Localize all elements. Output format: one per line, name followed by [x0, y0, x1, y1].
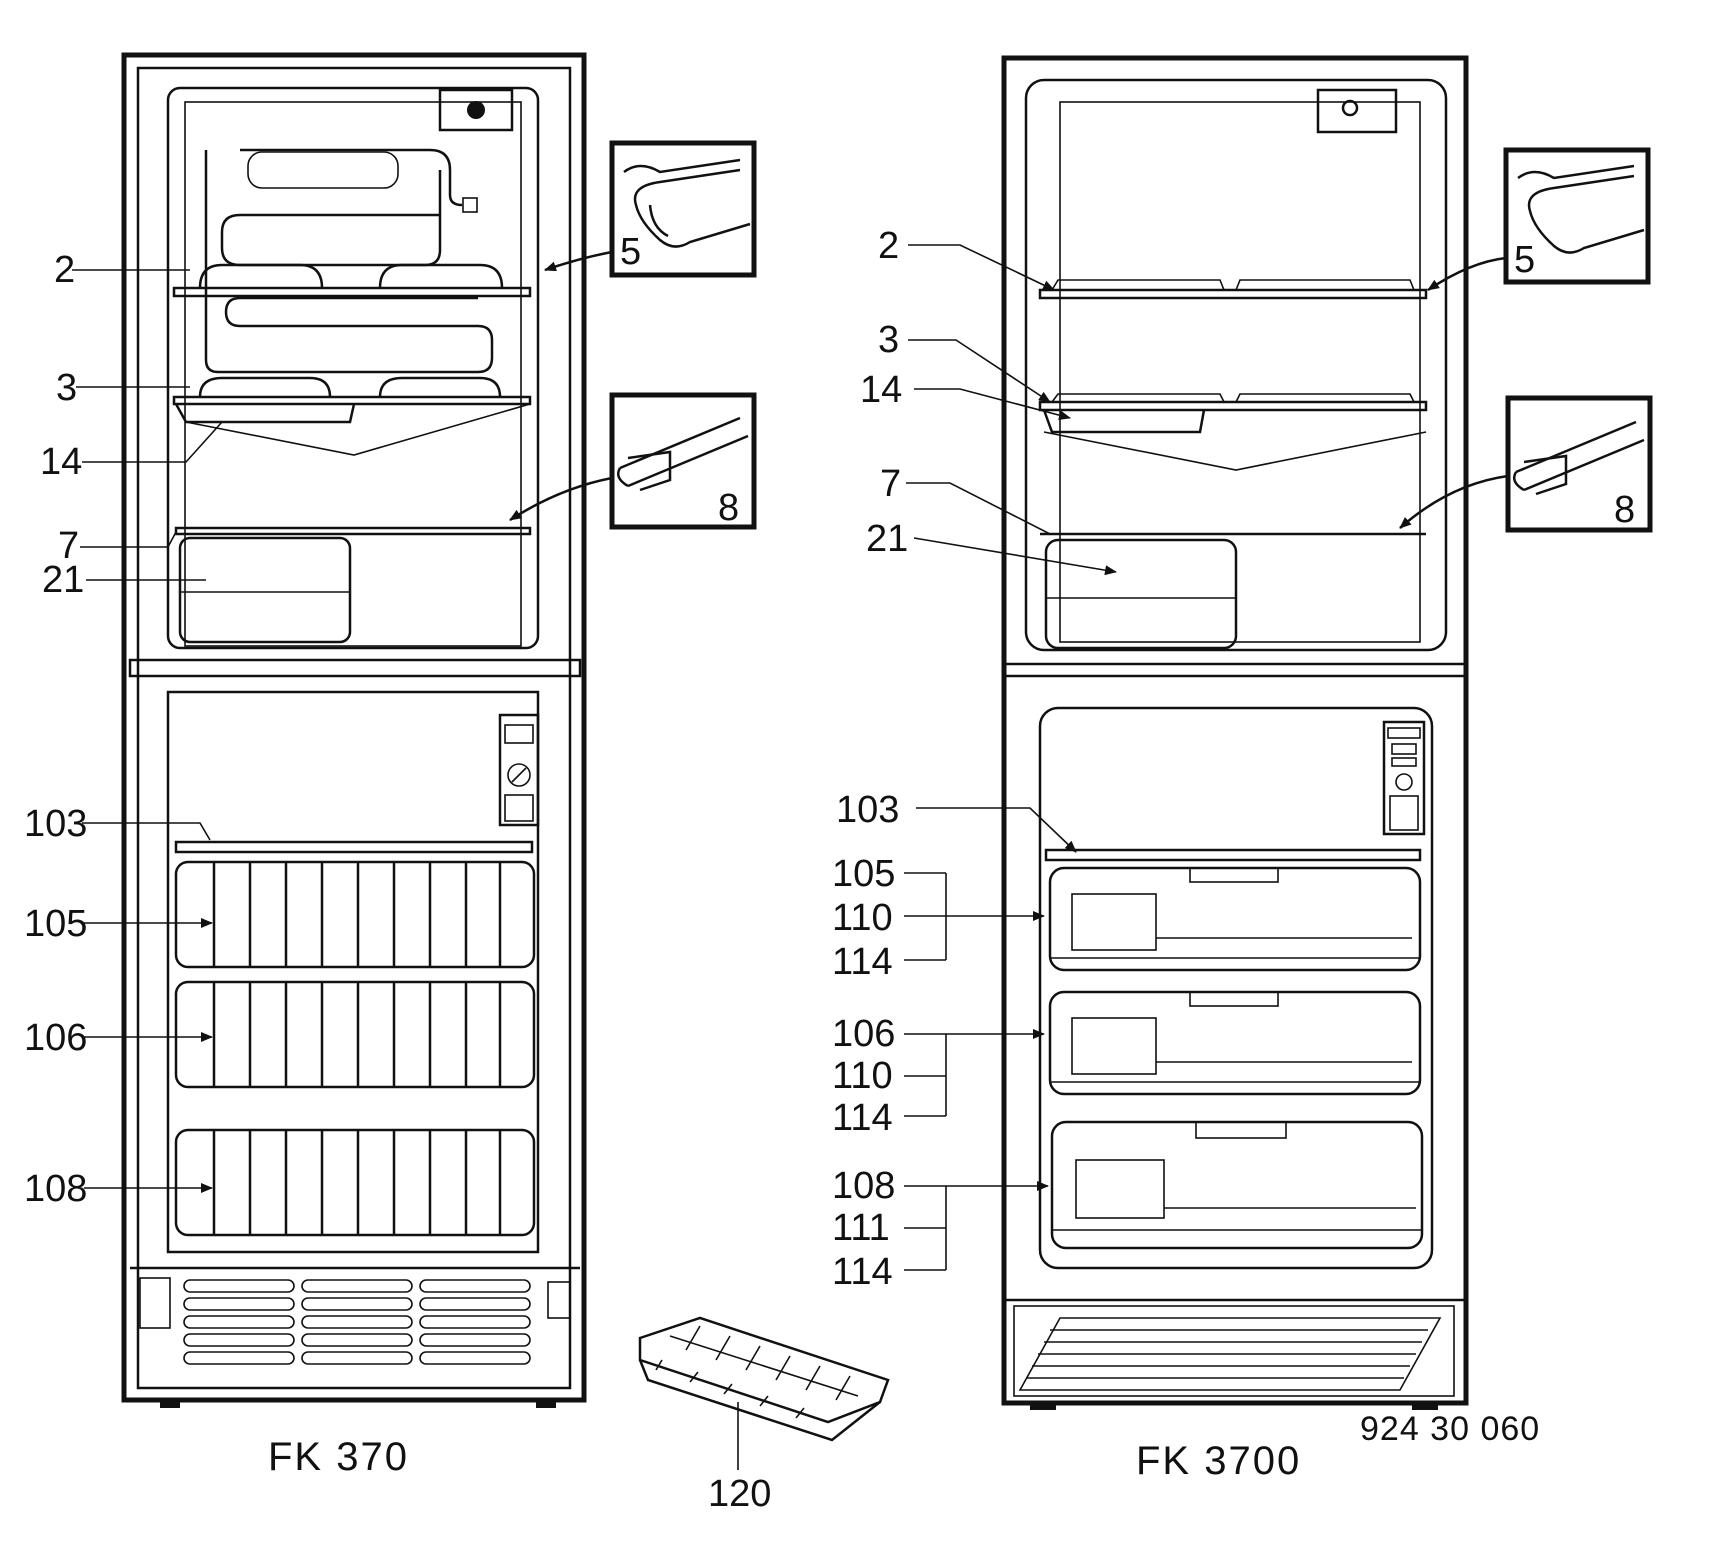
fk3700-fridge-liner [1059, 101, 1421, 643]
fk3700-label-2: 2 [878, 225, 899, 267]
fk370-crisper-21 [178, 536, 352, 644]
fk3700-freezer-compartment [1038, 706, 1434, 1270]
fk3700-label-110b: 110 [832, 1055, 893, 1097]
fk3700-callout-label-5: 5 [1514, 239, 1535, 281]
ice-tray-label-120: 120 [708, 1473, 771, 1515]
fk370-gasket-callout-5 [544, 140, 757, 278]
fk370-outer-cabinet [121, 52, 587, 1403]
fk3700-leaders [904, 244, 1117, 1271]
fk370-glass-shelf-7 [174, 526, 532, 536]
fk370-caption: FK 370 [268, 1435, 409, 1479]
fk370-label-108: 108 [24, 1168, 87, 1210]
fk370-shelf-3 [172, 395, 532, 406]
fk3700-label-114c: 114 [832, 1251, 893, 1293]
fk370-label-105: 105 [24, 903, 87, 945]
fk370-label-106: 106 [24, 1017, 87, 1059]
fk3700-label-106: 106 [832, 1013, 895, 1055]
fk3700-freezer-controls [1382, 720, 1426, 836]
fk370-label-7: 7 [58, 525, 79, 567]
fridge-fk370: 2 3 14 7 21 103 105 106 108 5 8 FK 370 [24, 52, 757, 1479]
fk370-thermostat [438, 88, 514, 132]
fk3700-shelf-2 [1038, 288, 1428, 300]
fk3700-fridge-compartment [1024, 78, 1448, 652]
fk3700-shelf-3 [1038, 400, 1428, 412]
fk370-inner-frame [136, 66, 572, 1390]
fk370-freezer-controls [498, 713, 540, 827]
fk370-freezer-compartment [166, 690, 540, 1254]
fk370-divider [128, 658, 582, 678]
ice-tray-120: 120 [638, 1316, 890, 1515]
fk3700-label-108: 108 [832, 1165, 895, 1207]
fk370-freezer-flap-103 [174, 840, 534, 854]
drawing-code: 924 30 060 [1360, 1410, 1540, 1448]
fk370-leaders [72, 269, 223, 1193]
fk370-basket-106 [174, 980, 536, 1089]
fk370-label-2: 2 [54, 249, 75, 291]
fk370-fridge-liner [184, 101, 522, 647]
fk3700-label-103: 103 [836, 789, 899, 831]
fk370-basket-105 [174, 860, 536, 969]
fk3700-freezer-flap-103 [1044, 848, 1422, 862]
fk370-gasket-callout-8 [509, 392, 757, 530]
fk3700-label-3: 3 [878, 319, 899, 361]
fk3700-crisper-21 [1044, 538, 1238, 650]
fk370-evaporator [204, 148, 494, 374]
fk370-drip-tray-14 [174, 403, 356, 424]
fk370-callout-label-8: 8 [718, 487, 739, 529]
fk370-shelf-2 [172, 286, 532, 298]
fk3700-gasket-callout-8 [1399, 395, 1653, 533]
fk3700-gasket-callout-5 [1427, 147, 1651, 292]
fk3700-label-114b: 114 [832, 1097, 893, 1139]
fk3700-base-grille [1004, 1298, 1466, 1410]
fk3700-label-105: 105 [832, 853, 895, 895]
fk3700-drip-tray-14 [1042, 409, 1206, 434]
fk370-label-14: 14 [40, 441, 82, 483]
fk370-thermostat-knob [467, 101, 485, 119]
fk370-basket-108 [174, 1128, 536, 1237]
fk3700-label-111: 111 [832, 1207, 890, 1249]
fk3700-outer-cabinet [1001, 55, 1469, 1406]
fk370-fridge-compartment [166, 86, 540, 650]
fk3700-caption: FK 3700 [1136, 1439, 1301, 1483]
fk3700-drawer-106 [1048, 990, 1422, 1096]
fk370-label-103: 103 [24, 803, 87, 845]
fk370-callout-label-5: 5 [620, 231, 641, 273]
fk3700-label-21: 21 [866, 518, 908, 560]
fridge-fk3700: 2 3 14 7 21 103 105 110 114 106 110 114 … [832, 55, 1653, 1483]
fk3700-drawer-108 [1050, 1120, 1424, 1250]
fk3700-label-114a: 114 [832, 941, 893, 983]
fk3700-label-7: 7 [880, 463, 901, 505]
fk3700-thermostat [1316, 88, 1398, 134]
fk370-base-grille [130, 1266, 580, 1408]
fk370-label-21: 21 [42, 559, 84, 601]
fk3700-label-110a: 110 [832, 897, 893, 939]
fk370-label-3: 3 [56, 367, 77, 409]
fk3700-label-14: 14 [860, 369, 902, 411]
fk3700-callout-label-8: 8 [1614, 489, 1635, 531]
fk3700-drawer-105 [1048, 866, 1422, 972]
